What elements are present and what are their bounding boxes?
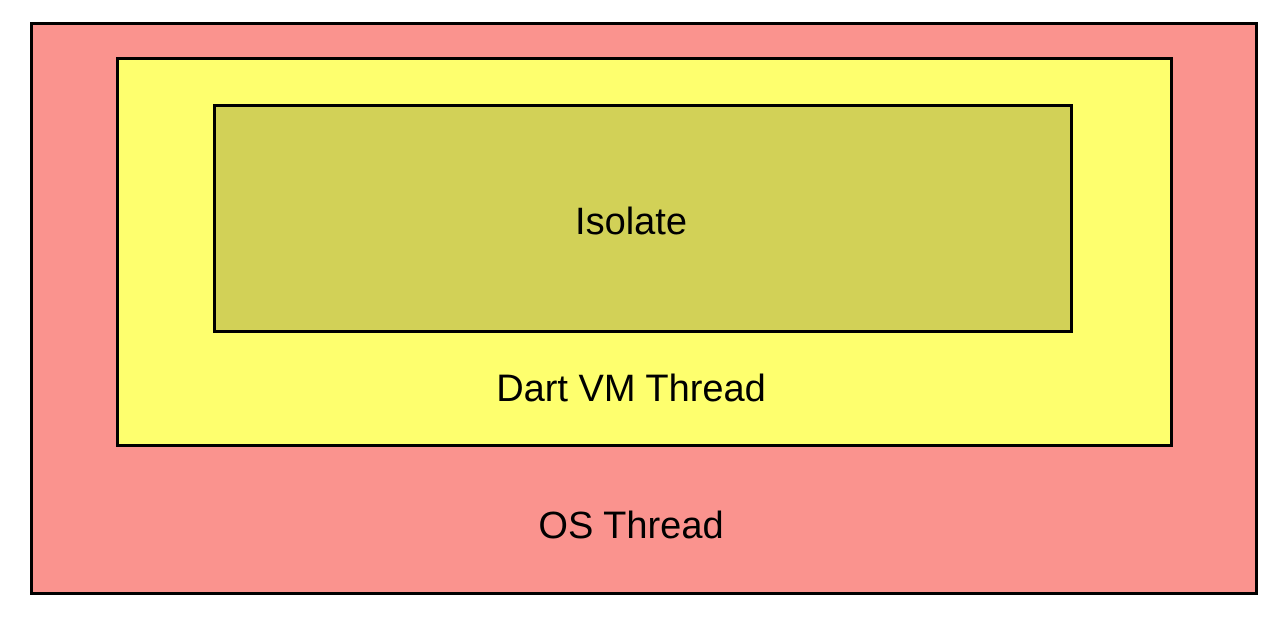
- os-thread-box: Isolate Dart VM Thread OS Thread: [30, 22, 1258, 595]
- isolate-label: Isolate: [575, 201, 687, 243]
- dart-vm-thread-label: Dart VM Thread: [496, 368, 766, 410]
- dart-vm-thread-box: Isolate Dart VM Thread: [116, 57, 1173, 447]
- os-thread-label: OS Thread: [538, 505, 724, 547]
- isolate-box: Isolate: [213, 104, 1073, 333]
